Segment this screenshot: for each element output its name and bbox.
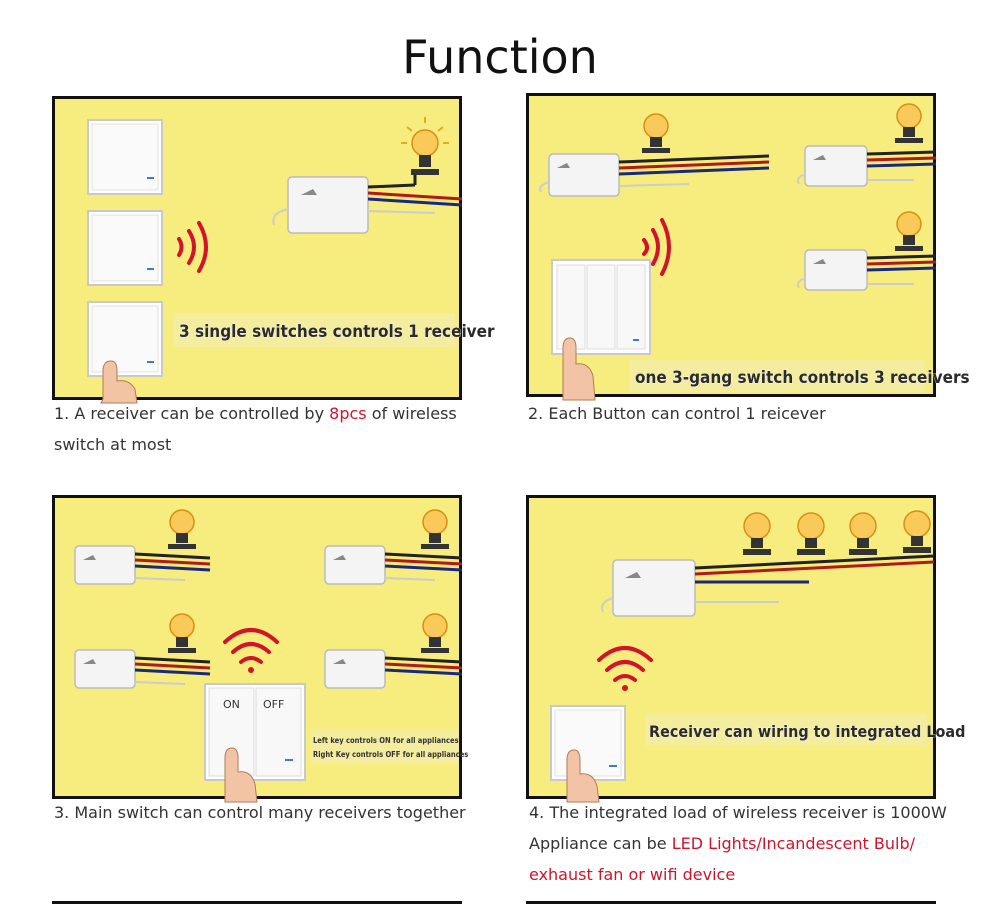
light-bulb-icon bbox=[797, 512, 825, 555]
caption-text: switch at most bbox=[54, 435, 172, 454]
light-bulb-icon bbox=[895, 103, 923, 143]
caption-4: 4. The integrated load of wireless recei… bbox=[529, 797, 999, 890]
receiver-module bbox=[324, 649, 386, 689]
receiver-module bbox=[601, 559, 779, 617]
banner-text: Receiver can wiring to integrated Load bbox=[649, 722, 965, 741]
wall-switch bbox=[87, 119, 163, 195]
caption-text: of wireless bbox=[366, 404, 457, 423]
receiver-module bbox=[324, 545, 386, 585]
light-bulb-icon bbox=[401, 117, 449, 175]
finger-icon bbox=[562, 337, 596, 401]
caption-text: 1. A receiver can be controlled by bbox=[54, 404, 330, 423]
next-panel-edge bbox=[526, 901, 936, 910]
finger-icon bbox=[224, 747, 258, 803]
light-bulb-icon bbox=[421, 509, 449, 549]
light-bulb-icon bbox=[903, 510, 931, 553]
caption-highlight: LED Lights/Incandescent Bulb/ bbox=[671, 834, 916, 853]
panel-main-switch: ON OFF Left key controls ON for all appl… bbox=[52, 495, 468, 803]
panel-single-switches: 3 single switches controls 1 receiver bbox=[52, 96, 495, 404]
caption-text: 2. Each Button can control 1 reicever bbox=[528, 404, 826, 423]
receiver-module bbox=[272, 176, 436, 234]
light-bulb-icon bbox=[168, 613, 196, 653]
on-off-switch bbox=[204, 683, 306, 781]
receiver-module bbox=[796, 249, 868, 291]
three-gang-switch bbox=[551, 259, 651, 355]
caption-text: 4. The integrated load of wireless recei… bbox=[529, 803, 947, 822]
finger-icon bbox=[100, 360, 138, 404]
wireless-signal-icon bbox=[223, 628, 279, 673]
wireless-signal-icon bbox=[177, 221, 208, 273]
note-line-2: Right Key controls OFF for all appliance… bbox=[313, 750, 468, 759]
wireless-signal-icon bbox=[642, 218, 671, 276]
light-bulb-icon bbox=[168, 509, 196, 549]
caption-2: 2. Each Button can control 1 reicever bbox=[528, 398, 968, 429]
receiver-module bbox=[74, 649, 136, 689]
banner-text: 3 single switches controls 1 receiver bbox=[179, 322, 495, 342]
wireless-signal-icon bbox=[597, 646, 653, 691]
note-line-1: Left key controls ON for all appliances bbox=[313, 736, 459, 745]
caption-text: Appliance can be bbox=[529, 834, 672, 853]
wires bbox=[367, 175, 463, 207]
receiver-module bbox=[74, 545, 136, 585]
caption-highlight: exhaust fan or wifi device bbox=[529, 865, 736, 884]
caption-3: 3. Main switch can control many receiver… bbox=[54, 797, 494, 828]
off-label: OFF bbox=[263, 698, 284, 711]
light-bulb-icon bbox=[895, 211, 923, 251]
light-bulb-icon bbox=[849, 512, 877, 555]
panel-three-gang-switch: one 3-gang switch controls 3 receivers bbox=[526, 93, 970, 401]
receiver-module bbox=[539, 153, 620, 197]
receiver-module bbox=[796, 145, 868, 187]
wall-switch bbox=[550, 705, 626, 781]
light-bulb-icon bbox=[421, 613, 449, 653]
light-bulb-icon bbox=[743, 512, 771, 555]
panel-integrated-load: Receiver can wiring to integrated Load bbox=[526, 495, 966, 803]
finger-icon bbox=[566, 749, 600, 803]
caption-highlight: 8pcs bbox=[329, 404, 367, 423]
page-title: Function bbox=[402, 30, 598, 84]
light-bulb-icon bbox=[642, 113, 670, 153]
banner-text: one 3-gang switch controls 3 receivers bbox=[635, 368, 970, 388]
caption-1: 1. A receiver can be controlled by 8pcs … bbox=[54, 398, 494, 460]
next-panel-edge bbox=[52, 901, 462, 910]
on-label: ON bbox=[223, 698, 240, 711]
wall-switch bbox=[87, 210, 163, 286]
wall-switch bbox=[87, 301, 163, 377]
caption-text: 3. Main switch can control many receiver… bbox=[54, 803, 466, 822]
